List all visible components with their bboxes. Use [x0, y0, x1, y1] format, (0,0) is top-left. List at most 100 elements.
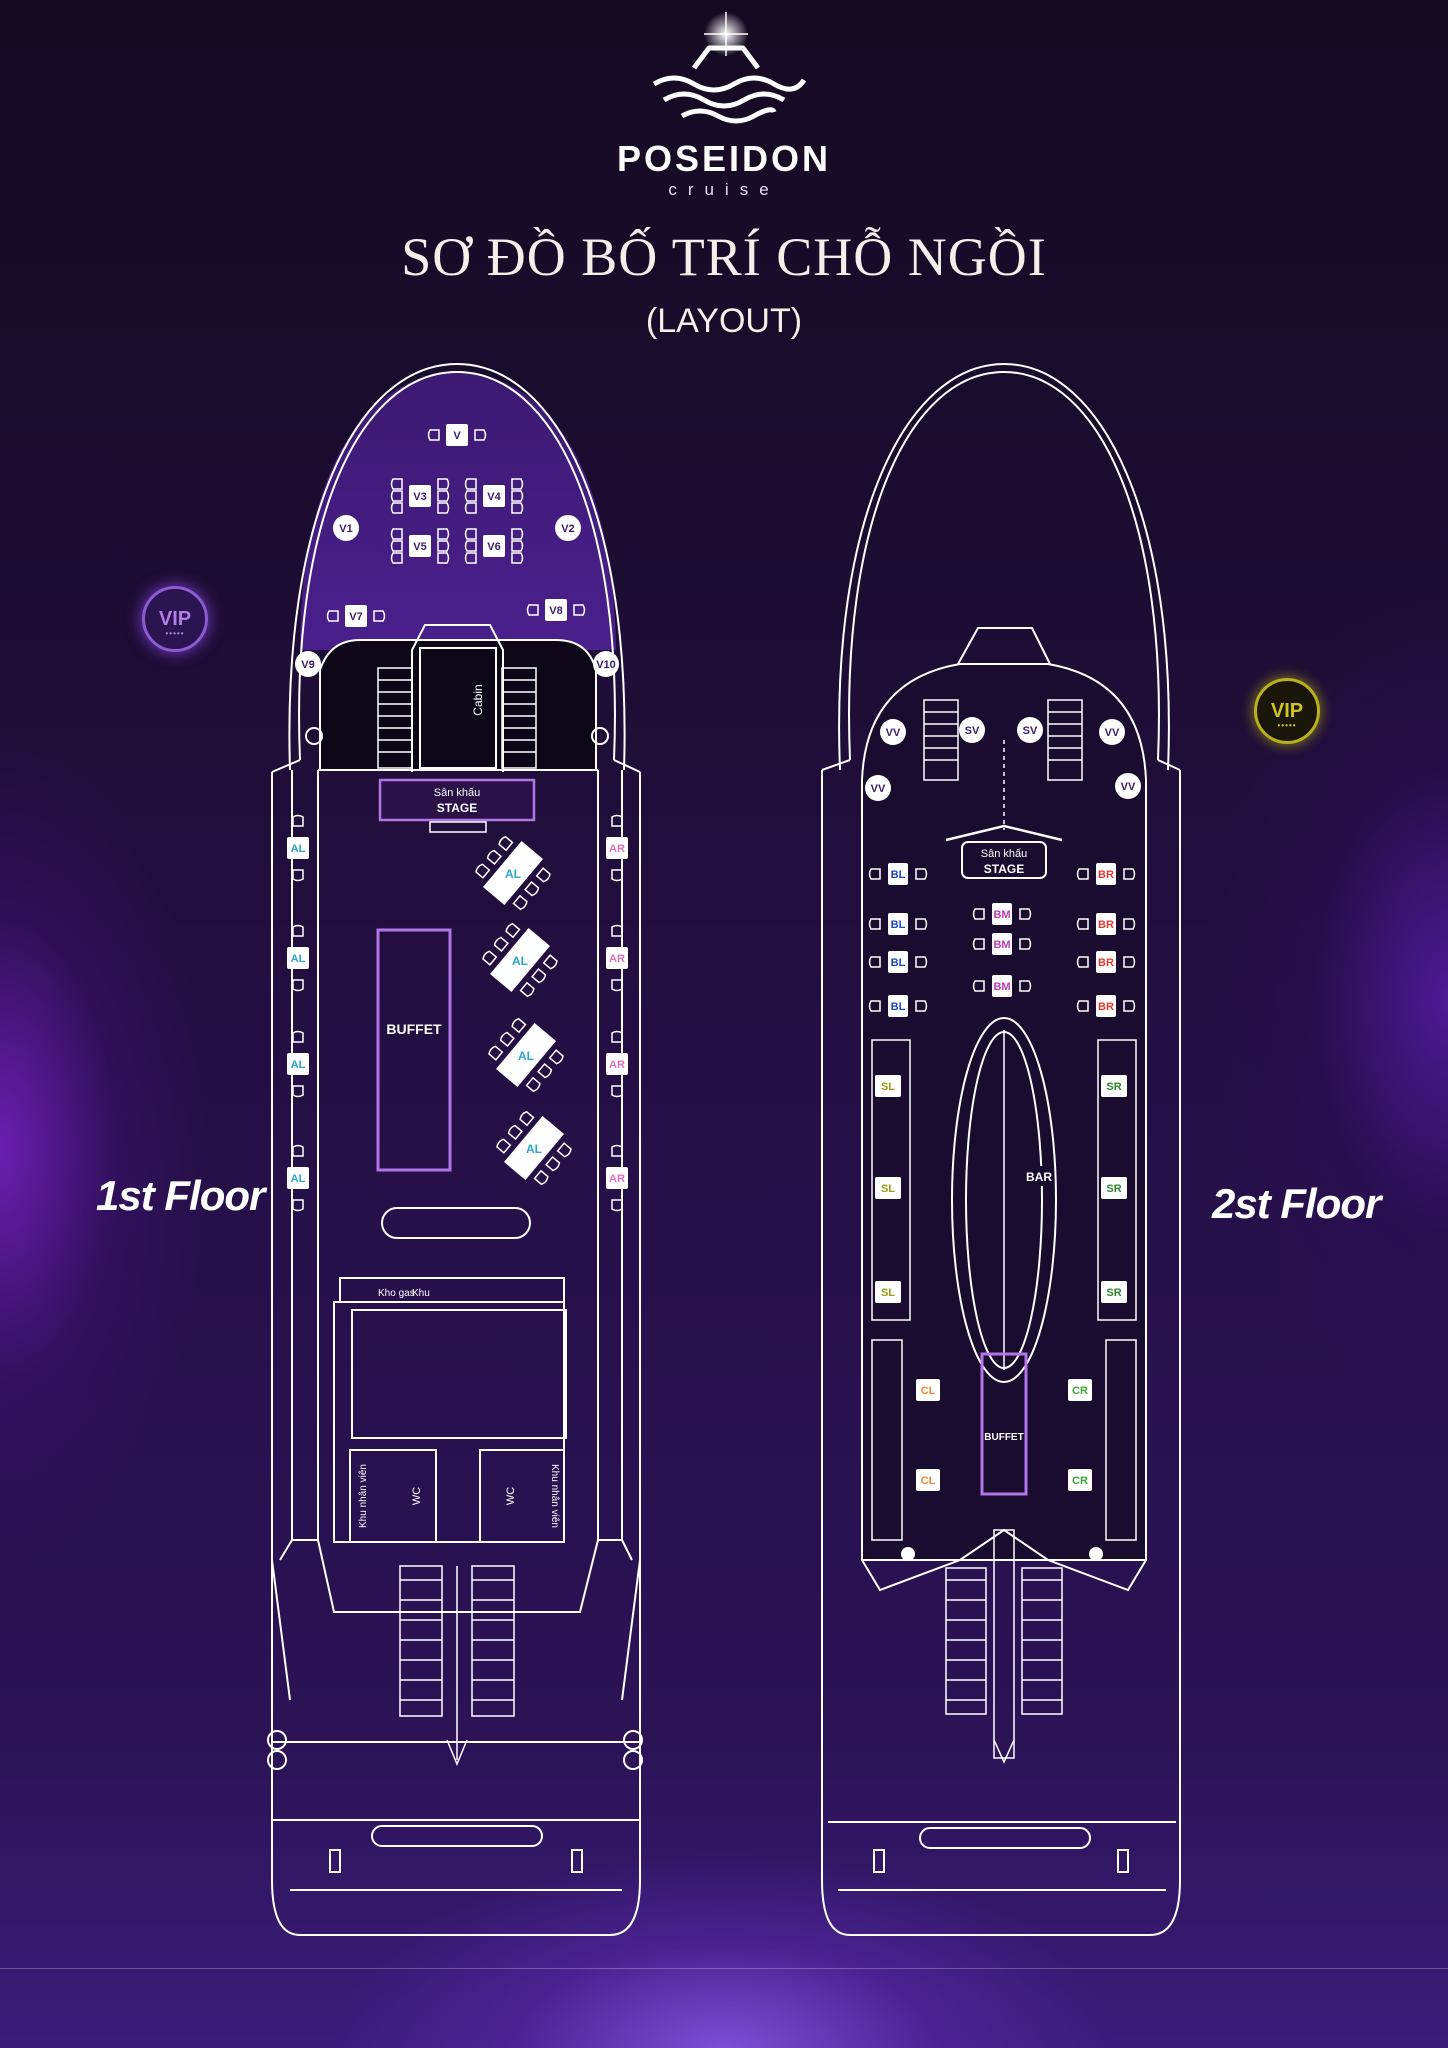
bow-seat-1[interactable]: VV [880, 719, 906, 745]
chair-icon [525, 1076, 541, 1093]
vip-seat-v2[interactable]: V2 [555, 515, 581, 541]
br-seat-1[interactable]: BR [1096, 863, 1116, 885]
chair-icon [292, 1144, 304, 1157]
cl-seat-1[interactable]: CL [916, 1379, 940, 1401]
bow-seat-3[interactable]: SV [959, 717, 985, 743]
sl-seat-3[interactable]: SL [875, 1281, 901, 1303]
bl-seat-1[interactable]: BL [888, 863, 908, 885]
left-rail-seat-3[interactable]: AL [287, 1053, 309, 1075]
center-table-label: AL [512, 954, 528, 968]
br-seat-2[interactable]: BR [1096, 913, 1116, 935]
br-seat-3[interactable]: BR [1096, 951, 1116, 973]
aft-left-marker [901, 1547, 915, 1561]
cl-seat-1-label: CL [921, 1385, 936, 1397]
vip-seat-v8-label: V8 [549, 605, 562, 617]
left-rail-seat-1[interactable]: AL [287, 837, 309, 859]
vip-seat-v5-label: V5 [413, 541, 426, 553]
chair-icon [488, 1045, 504, 1061]
floor-2-bar: BAR [1026, 1170, 1052, 1184]
center-table-1[interactable]: AL [470, 830, 555, 915]
sr-seat-3[interactable]: SR [1101, 1281, 1127, 1303]
chair-icon [464, 552, 477, 564]
vip-seat-v9[interactable]: V9 [295, 651, 321, 677]
right-rail-seat-2[interactable]: AR [606, 947, 628, 969]
center-table-4[interactable]: AL [491, 1105, 576, 1190]
sl-seat-1[interactable]: SL [875, 1075, 901, 1097]
vip-seat-v7[interactable]: V7 [345, 605, 367, 627]
sr-seat-2[interactable]: SR [1101, 1177, 1127, 1199]
bl-seat-4[interactable]: BL [888, 995, 908, 1017]
left-rail-seat-3-label: AL [291, 1059, 306, 1071]
cl-seat-2-label: CL [921, 1475, 936, 1487]
chair-icon [496, 1138, 512, 1154]
bm-seat-3[interactable]: BM [992, 975, 1012, 997]
vip-seat-v[interactable]: V [446, 424, 468, 446]
cr-seat-2-label: CR [1072, 1475, 1088, 1487]
vip-seat-v6-label: V6 [487, 541, 500, 553]
cl-seat-2[interactable]: CL [916, 1469, 940, 1491]
vip-seat-v5[interactable]: V5 [409, 535, 431, 557]
bow-seat-5[interactable]: VV [1099, 719, 1125, 745]
chair-icon [390, 540, 403, 552]
right-rail-seat-4[interactable]: AR [606, 1167, 628, 1189]
chair-icon [437, 540, 450, 552]
vip-seat-v4[interactable]: V4 [483, 485, 505, 507]
chair-icon [1019, 908, 1032, 920]
chair-icon [531, 967, 547, 984]
center-table-3[interactable]: AL [483, 1012, 568, 1097]
left-rail-seat-4[interactable]: AL [287, 1167, 309, 1189]
left-rail-seat-2-label: AL [291, 953, 306, 965]
bm-seat-1[interactable]: BM [992, 903, 1012, 925]
left-rail-seat-2[interactable]: AL [287, 947, 309, 969]
bl-seat-3[interactable]: BL [888, 951, 908, 973]
chair-icon [292, 869, 304, 882]
bow-seat-5-label: VV [1105, 727, 1120, 739]
right-rail-seat-3[interactable]: AR [606, 1053, 628, 1075]
chair-icon [548, 1049, 564, 1065]
floor-2-seats: VV VV SV SV VV VV BL BL BL BL BR BR BR BR BM BM BM SL SL SL… [865, 717, 1141, 1561]
chair-icon [915, 918, 928, 930]
bow-seat-2[interactable]: VV [865, 775, 891, 801]
br-seat-4[interactable]: BR [1096, 995, 1116, 1017]
chair-icon [545, 1155, 561, 1172]
chair-icon [868, 1000, 881, 1012]
chair-icon [556, 1142, 572, 1158]
center-table-2[interactable]: AL [477, 917, 562, 1002]
chair-icon [1123, 956, 1136, 968]
vip-seat-v8[interactable]: V8 [545, 599, 567, 621]
center-table-label: AL [505, 867, 521, 881]
cr-seat-1[interactable]: CR [1068, 1379, 1092, 1401]
bm-seat-2[interactable]: BM [992, 933, 1012, 955]
right-rail-seat-1-label: AR [609, 843, 625, 855]
chair-icon [915, 1000, 928, 1012]
bow-seat-2-label: VV [871, 783, 886, 795]
chair-icon [611, 1199, 623, 1212]
bm-seat-2-label: BM [993, 939, 1010, 951]
chair-icon [511, 478, 524, 490]
right-rail-seat-1[interactable]: AR [606, 837, 628, 859]
cr-seat-2[interactable]: CR [1068, 1469, 1092, 1491]
bow-seat-4[interactable]: SV [1017, 717, 1043, 743]
sr-seat-1[interactable]: SR [1101, 1075, 1127, 1097]
vip-seat-v3[interactable]: V3 [409, 485, 431, 507]
chair-icon [611, 924, 623, 937]
vip-seat-v1[interactable]: V1 [333, 515, 359, 541]
chair-icon [292, 1199, 304, 1212]
bow-seat-6[interactable]: VV [1115, 773, 1141, 799]
chair-icon [511, 490, 524, 502]
floor-2-labels: Sân khấu STAGE BUFFET BAR [981, 848, 1054, 1443]
chair-icon [437, 502, 450, 514]
vip-seat-v10[interactable]: V10 [593, 651, 619, 677]
bottom-divider [0, 1968, 1448, 1969]
page-title: SƠ ĐỒ BỐ TRÍ CHỖ NGỒI [401, 227, 1047, 287]
bow-seat-4-label: SV [1023, 725, 1038, 737]
sl-seat-2[interactable]: SL [875, 1177, 901, 1199]
floor-1-stage-vn: Sân khấu [434, 787, 480, 799]
bl-seat-2[interactable]: BL [888, 913, 908, 935]
chair-icon [464, 528, 477, 540]
vip-seat-v6[interactable]: V6 [483, 535, 505, 557]
vip-seat-v4-label: V4 [487, 491, 501, 503]
chair-icon [511, 502, 524, 514]
floor-2-stage-en: STAGE [984, 862, 1024, 876]
